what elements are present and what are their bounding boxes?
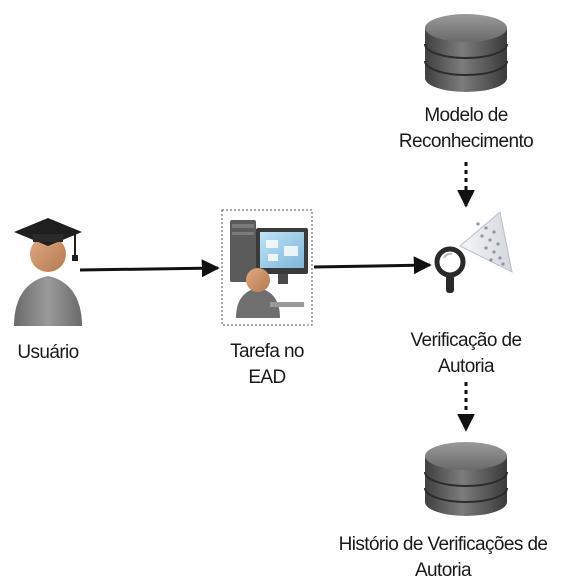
tarefa-label-line2: EAD xyxy=(248,367,286,388)
historico-label-line1: Histório de Verificações de xyxy=(338,534,548,555)
node-label-tarefa: Tarefa no EAD xyxy=(202,339,332,391)
node-label-usuario: Usuário xyxy=(8,340,88,366)
node-label-verificacao: Verificação de Autoria xyxy=(386,328,546,380)
database-icon xyxy=(424,14,508,92)
edge-tarefa-verificacao xyxy=(313,256,432,275)
historico-label-line2: Autoria xyxy=(414,560,472,581)
database-icon xyxy=(424,442,508,516)
edge-usuario-tarefa xyxy=(79,259,220,278)
magnifier-icon xyxy=(434,211,513,293)
verificacao-label-line2: Autoria xyxy=(437,356,495,377)
usuario-label: Usuário xyxy=(17,342,79,363)
computer-user-icon xyxy=(221,209,313,326)
modelo-label-line2: Reconhecimento xyxy=(398,131,534,152)
verificacao-label-line1: Verificação de xyxy=(410,330,523,351)
graduate-user-icon xyxy=(14,218,82,326)
node-label-historico: Histório de Verificações de Autoria xyxy=(318,532,568,584)
modelo-label-line1: Modelo de xyxy=(424,105,508,126)
tarefa-label-line1: Tarefa no xyxy=(230,341,304,362)
node-label-modelo: Modelo de Reconhecimento xyxy=(376,103,556,155)
